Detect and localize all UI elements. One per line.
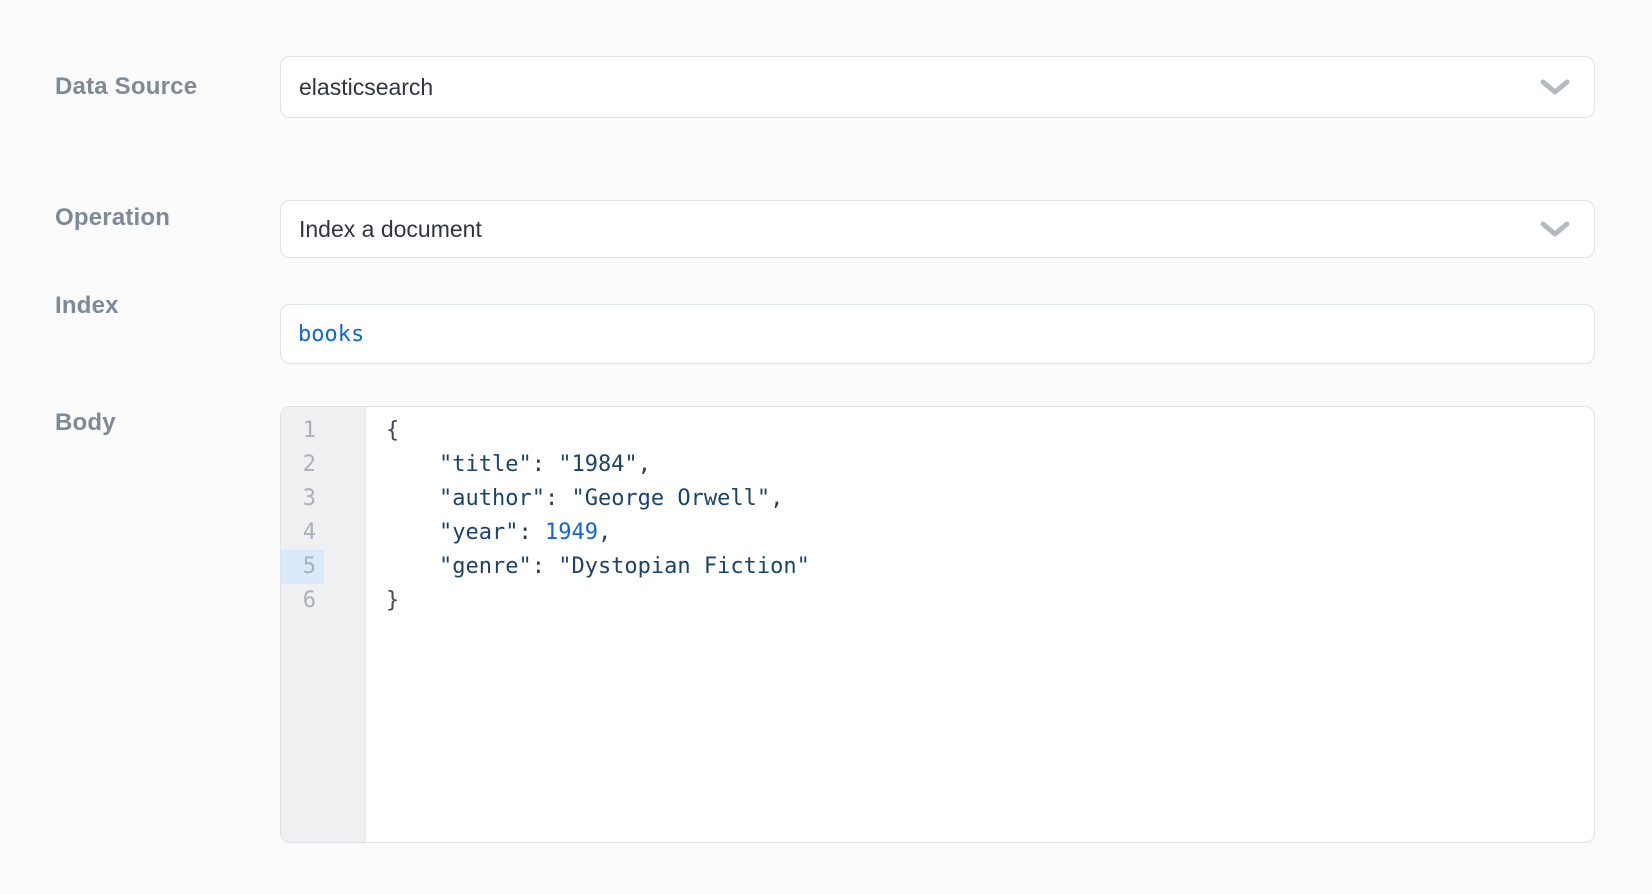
code-line[interactable]: "author": "George Orwell",	[438, 486, 784, 511]
data-source-label: Data Source	[55, 73, 198, 100]
body-label: Body	[55, 409, 116, 436]
operation-select[interactable]: Index a document	[280, 200, 1595, 258]
line-number: 4	[302, 520, 316, 545]
code-line[interactable]: "title": "1984",	[438, 452, 651, 477]
code-line[interactable]: }	[386, 588, 400, 613]
code-line[interactable]: {	[386, 418, 400, 443]
index-input[interactable]: books	[280, 304, 1595, 364]
code-line[interactable]: "genre": "Dystopian Fiction"	[438, 554, 810, 579]
index-label: Index	[55, 292, 119, 319]
editor-gutter: 1 2 3 4 5 6	[281, 407, 366, 842]
editor-code[interactable]: { "title": "1984", "author": "George Orw…	[366, 407, 1594, 842]
line-number: 1	[302, 418, 316, 443]
line-number: 3	[302, 486, 316, 511]
line-number: 2	[302, 452, 316, 477]
body-code-editor[interactable]: 1 2 3 4 5 6 { "title": "1984", "author": "Geo…	[280, 406, 1595, 843]
data-source-value: elasticsearch	[299, 73, 434, 100]
line-number: 5	[281, 550, 365, 584]
data-source-select[interactable]: elasticsearch	[280, 56, 1595, 118]
code-line[interactable]: "year": 1949,	[438, 520, 612, 545]
chevron-down-icon	[1540, 221, 1570, 236]
operation-value: Index a document	[299, 215, 482, 242]
line-number: 6	[302, 588, 316, 613]
chevron-down-icon	[1540, 79, 1570, 94]
index-value: books	[298, 321, 365, 347]
operation-label: Operation	[55, 204, 171, 231]
